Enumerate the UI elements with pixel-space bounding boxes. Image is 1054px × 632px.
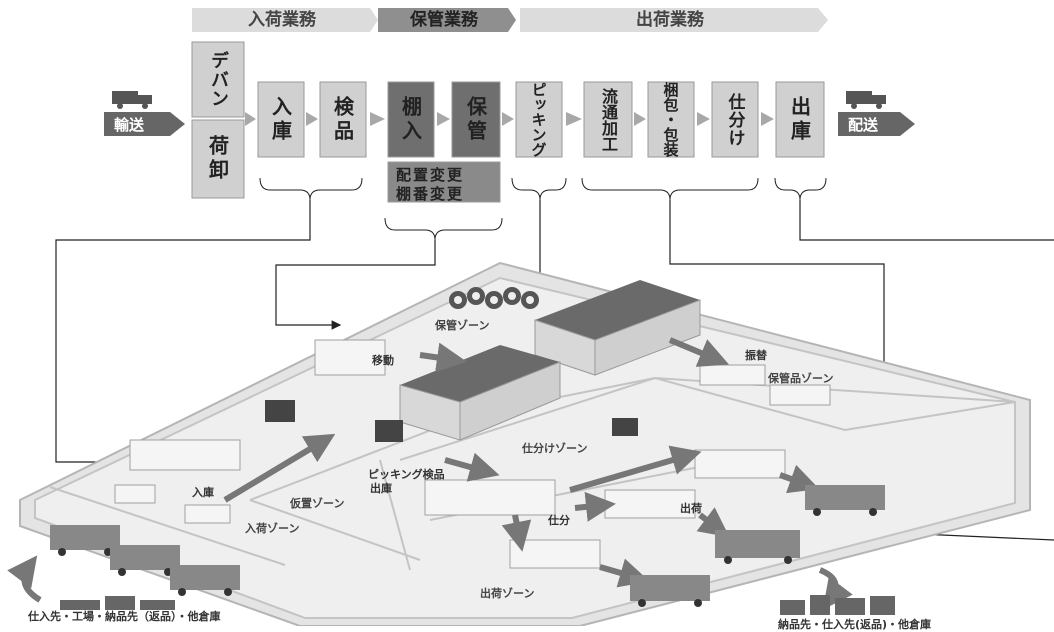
phase-storage-label: 保管業務 xyxy=(378,6,510,34)
truck-in-1 xyxy=(50,525,120,556)
step-hokan: 保管 xyxy=(452,82,500,157)
step-devan: デバン xyxy=(192,42,244,117)
destination-building-icon xyxy=(780,595,895,615)
storage-change-line2: 棚番変更 xyxy=(396,183,464,204)
phase-receiving-label: 入荷業務 xyxy=(192,6,372,34)
zone-storage2-label: 保管品ゾーン xyxy=(768,370,833,386)
forklift-2 xyxy=(375,420,403,442)
zone-receiving-label: 入荷ゾーン xyxy=(245,520,299,536)
source-curve-arrow xyxy=(24,565,40,600)
destination-caption: 納品先・仕入先(返品)・他倉庫 xyxy=(778,616,931,632)
forklift-3 xyxy=(612,418,638,436)
floor-label-swap: 振替 xyxy=(745,347,767,363)
step-shukko: 出庫 xyxy=(776,82,824,157)
floor-label-nyuko: 入庫 xyxy=(192,484,214,500)
step-tanaire: 棚入 xyxy=(388,82,434,157)
brackets xyxy=(260,178,826,240)
phase-shipping-label: 出荷業務 xyxy=(520,6,820,34)
zone-shipping-label: 出荷ゾーン xyxy=(480,585,534,601)
zone-storage-label: 保管ゾーン xyxy=(435,317,489,333)
zone-sorting-label: 仕分けゾーン xyxy=(522,440,587,456)
step-ryutsu-kako: 流通加工 xyxy=(584,82,632,157)
step-shiwake: 仕分け xyxy=(712,82,758,157)
source-caption: 仕入先・工場・納品先（返品）・他倉庫 xyxy=(28,608,221,624)
step-picking: ピッキング xyxy=(516,82,562,157)
storage-change-line1: 配置変更 xyxy=(396,164,464,185)
floor-label-sort: 仕分 xyxy=(548,512,570,528)
step-unload: 荷卸 xyxy=(192,120,244,198)
transport-out-label: 配送 xyxy=(848,114,878,135)
step-nyuko: 入庫 xyxy=(258,82,304,157)
floor-label-ship: 出荷 xyxy=(680,500,702,516)
transport-in-label: 輸送 xyxy=(114,114,144,135)
floor-label-move: 移動 xyxy=(372,352,394,368)
floor-label-shukko: 出庫 xyxy=(370,480,392,496)
forklift-1 xyxy=(265,400,295,422)
step-kenpin: 検品 xyxy=(320,82,366,157)
step-konpo: 梱包・包装 xyxy=(648,82,694,157)
zone-temp-label: 仮置ゾーン xyxy=(290,495,344,511)
